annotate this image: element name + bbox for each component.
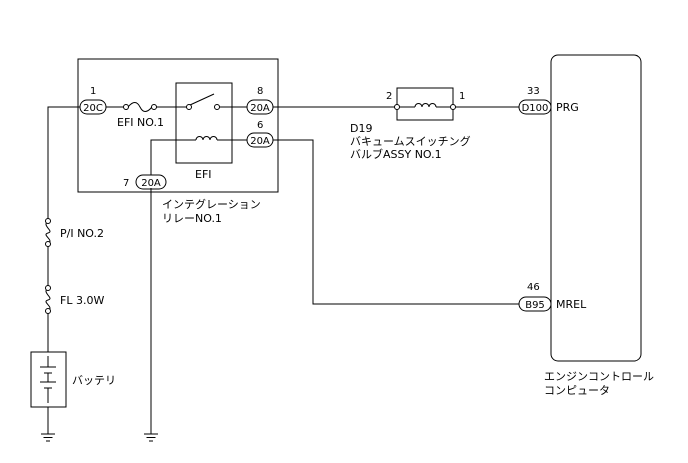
vsv-terminal-right <box>450 104 456 110</box>
relay-ground-icon <box>144 433 158 442</box>
wire-coil-to-pin7 <box>150 139 196 175</box>
connector-20c-pin1 <box>79 99 107 115</box>
integration-relay-box <box>77 58 279 193</box>
fuse-fl-terminal-top <box>45 285 51 291</box>
fuse-p-terminal-top <box>45 218 51 224</box>
ecu-pin-33: 33 <box>527 86 540 97</box>
connector-20a-pin7 <box>135 174 167 190</box>
fuse-p-terminal-bottom <box>45 241 51 247</box>
connector-b95 <box>518 296 552 312</box>
relay-name-line1: インテグレーション <box>162 197 261 211</box>
relay-switch-contact <box>189 93 215 106</box>
connector-label-b95: B95 <box>525 300 545 311</box>
fuse-fl-3-0w-label: FL 3.0W <box>60 294 104 307</box>
efi-relay-inner-box <box>175 82 233 164</box>
connector-label-20a-7: 20A <box>141 178 161 189</box>
ecu-name-line2: コンピュータ <box>544 384 610 397</box>
relay-pin-1: 1 <box>90 86 96 97</box>
battery-box <box>30 351 67 408</box>
relay-coil-icon <box>195 136 218 141</box>
connector-label-20a-6: 20A <box>250 136 270 147</box>
vsv-coil-icon <box>414 103 437 108</box>
fuse-fl-terminal-bottom <box>45 308 51 314</box>
vsv-pin-right: 1 <box>459 91 465 102</box>
fuse-p-i-no2-label: P/I NO.2 <box>60 227 104 240</box>
wire-pin6-to-ecu-mrel <box>273 139 519 305</box>
wire-battery-to-relay <box>47 106 80 221</box>
relay-switch-terminal-left <box>186 104 192 110</box>
connector-label-20c: 20C <box>83 103 103 114</box>
vsv-name-line2: バルブASSY NO.1 <box>350 147 442 161</box>
ecu-box <box>550 54 642 362</box>
fuse-p-i-no2-icon <box>45 220 51 245</box>
fuse-efi-no1-icon <box>127 102 153 112</box>
relay-pin-8: 8 <box>257 86 263 97</box>
connector-20a-pin8 <box>246 99 274 115</box>
fuse-efi-no1-label: EFI NO.1 <box>117 116 164 129</box>
vsv-pin-left: 2 <box>386 91 392 102</box>
vsv-id: D19 <box>350 122 372 135</box>
connector-label-20a-8: 20A <box>250 103 270 114</box>
fuse-efi-terminal-left <box>123 104 129 110</box>
battery-label: バッテリ <box>72 374 116 387</box>
ecu-name-line1: エンジンコントロール <box>544 370 654 383</box>
fuse-efi-terminal-right <box>151 104 157 110</box>
connector-label-d100: D100 <box>522 103 549 114</box>
relay-name-line2: リレーNO.1 <box>162 212 222 225</box>
fuse-fl-3-0w-icon <box>45 287 51 312</box>
relay-coil-label: EFI <box>195 168 212 181</box>
battery-ground-icon <box>41 433 55 442</box>
connector-20a-pin6 <box>246 132 274 148</box>
relay-pin-7: 7 <box>123 178 129 189</box>
ecu-signal-prg: PRG <box>556 101 579 114</box>
vsv-name-line1: バキュームスイッチング <box>350 134 471 148</box>
vsv-terminal-left <box>394 104 400 110</box>
relay-switch-terminal-right <box>214 104 220 110</box>
relay-pin-6: 6 <box>257 120 263 131</box>
connector-d100 <box>518 99 552 115</box>
ecu-pin-46: 46 <box>527 282 540 293</box>
ecu-signal-mrel: MREL <box>556 298 587 311</box>
